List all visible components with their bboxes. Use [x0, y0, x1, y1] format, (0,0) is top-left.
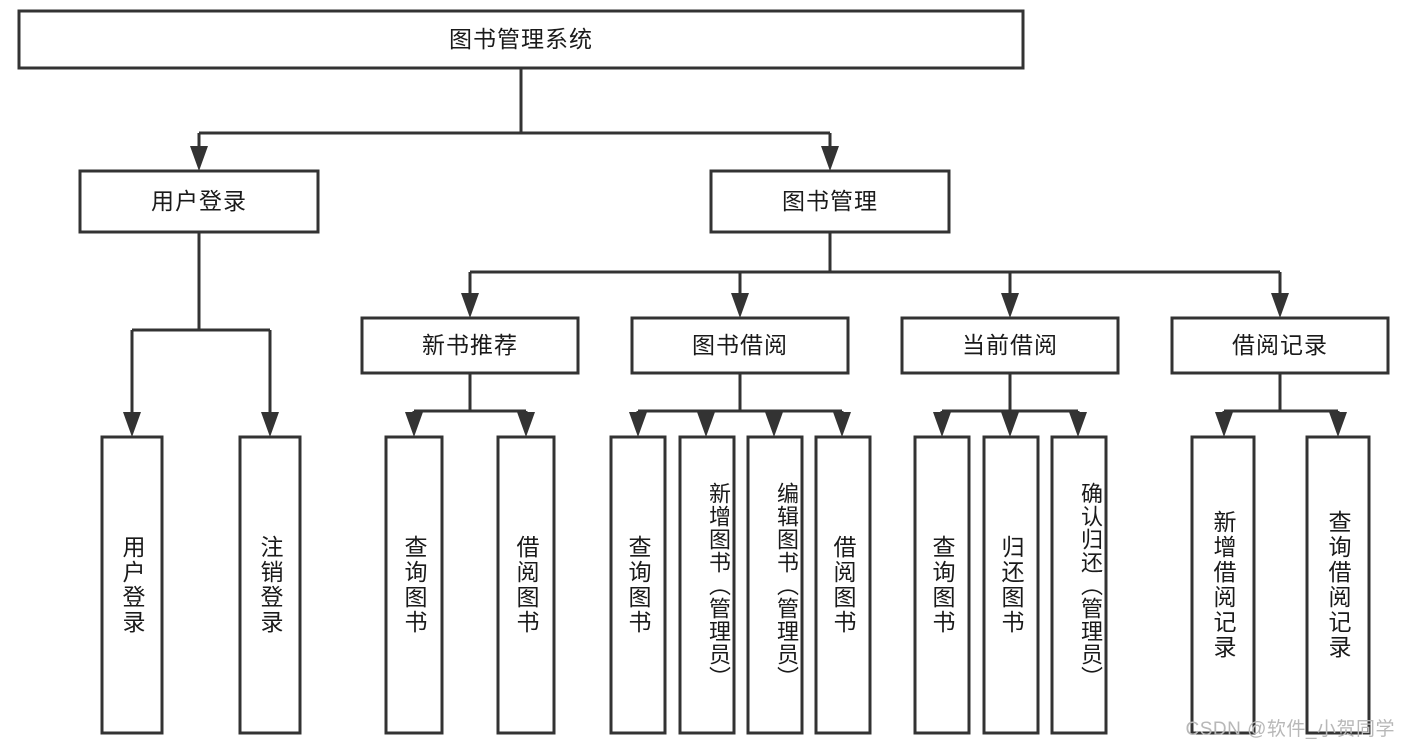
- arrow-current-leaf-3: [1069, 412, 1087, 437]
- connector-group-new-book: [405, 373, 535, 437]
- node-box-current-borrow[interactable]: [900, 316, 1120, 375]
- arrow-bookmgmt-current: [1001, 293, 1019, 318]
- arrow-root-to-book-mgmt: [821, 146, 839, 171]
- connector-group-user-login: [123, 232, 279, 437]
- node-box-book-borrow[interactable]: [630, 316, 850, 375]
- node-box-root[interactable]: [17, 9, 1025, 70]
- arrow-bookmgmt-records: [1271, 293, 1289, 318]
- arrow-borrow-leaf-3: [765, 412, 783, 437]
- node-box-borrow-records[interactable]: [1170, 316, 1390, 375]
- node-box-new-book-recommend[interactable]: [360, 316, 580, 375]
- node-box-leaf-12[interactable]: [1305, 435, 1371, 735]
- node-box-leaf-0[interactable]: [100, 435, 164, 735]
- arrow-current-leaf-1: [933, 412, 951, 437]
- watermark-text: CSDN @软件_小贺同学: [1185, 719, 1395, 740]
- node-box-leaf-11[interactable]: [1190, 435, 1256, 735]
- arrow-userlogin-leaf-1: [123, 412, 141, 437]
- node-box-leaf-9[interactable]: [982, 435, 1040, 735]
- arrow-newbook-leaf-1: [405, 412, 423, 437]
- node-box-leaf-3[interactable]: [496, 435, 556, 735]
- node-box-leaf-1[interactable]: [238, 435, 302, 735]
- arrow-records-leaf-1: [1215, 412, 1233, 437]
- arrow-current-leaf-2: [1001, 412, 1019, 437]
- connector-group-borrow: [629, 373, 851, 437]
- arrow-bookmgmt-newbook: [461, 293, 479, 318]
- node-box-leaf-8[interactable]: [913, 435, 971, 735]
- arrow-root-to-user-login: [190, 146, 208, 171]
- connector-group-root: [190, 68, 839, 171]
- connector-group-current: [933, 373, 1087, 437]
- arrow-borrow-leaf-4: [833, 412, 851, 437]
- connector-group-records: [1215, 373, 1347, 437]
- arrow-userlogin-leaf-2: [261, 412, 279, 437]
- node-box-book-management[interactable]: [709, 169, 951, 234]
- node-box-leaf-4[interactable]: [609, 435, 667, 735]
- node-box-leaf-7[interactable]: [814, 435, 872, 735]
- arrow-borrow-leaf-1: [629, 412, 647, 437]
- node-box-leaf-6[interactable]: [746, 435, 804, 735]
- arrow-borrow-leaf-2: [697, 412, 715, 437]
- node-box-user-login[interactable]: [78, 169, 320, 234]
- arrow-bookmgmt-borrow: [731, 293, 749, 318]
- node-box-leaf-5[interactable]: [678, 435, 736, 735]
- arrow-newbook-leaf-2: [517, 412, 535, 437]
- node-box-leaf-10[interactable]: [1050, 435, 1108, 735]
- connector-group-book-mgmt: [461, 232, 1289, 318]
- arrow-records-leaf-2: [1329, 412, 1347, 437]
- node-box-leaf-2[interactable]: [384, 435, 444, 735]
